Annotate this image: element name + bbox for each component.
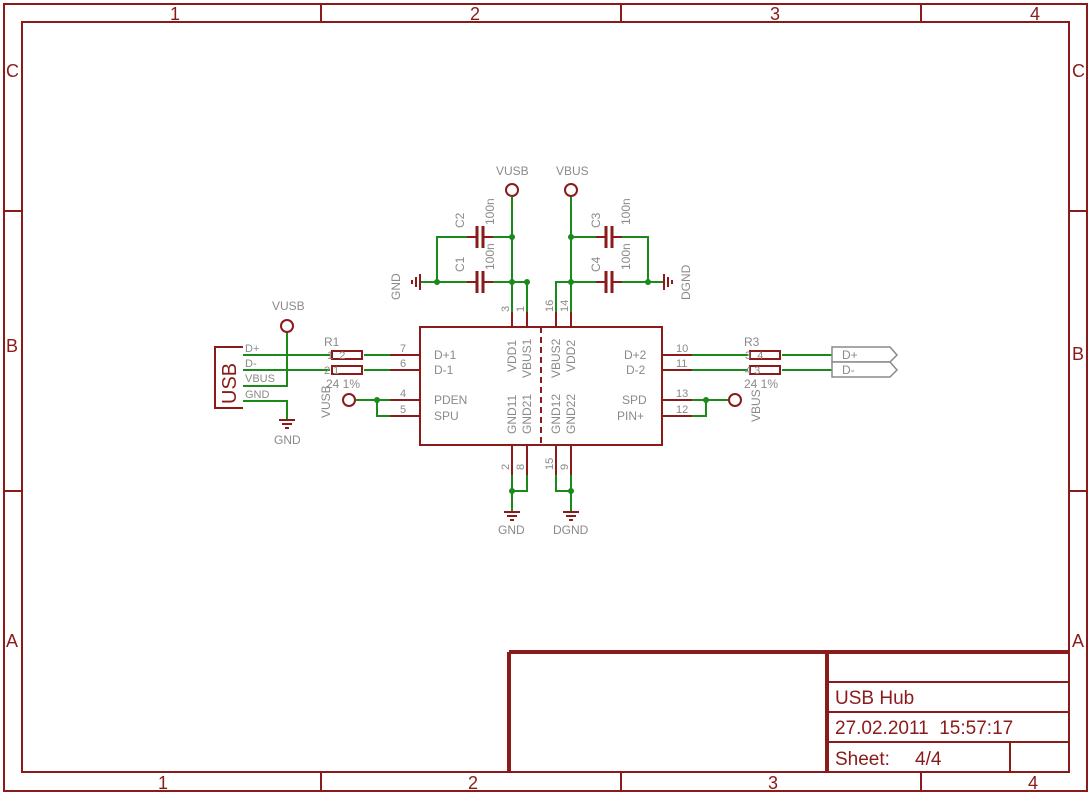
col-label-top-2: 2: [470, 4, 480, 24]
chip-pin-label-spu: SPU: [434, 409, 459, 423]
chip-label-gnd12: GND12: [549, 394, 563, 434]
ground-label-usb: GND: [274, 433, 301, 447]
ground-label-bottom-gnd: GND: [498, 523, 525, 537]
col-label-top-3: 3: [770, 4, 780, 24]
cap-name-c4: C4: [589, 256, 603, 272]
row-label-left-c: C: [6, 61, 19, 81]
cap-name-c1: C1: [453, 256, 467, 272]
resistor-pins2-r1: 2 1: [324, 365, 339, 377]
component-graphics: [214, 183, 781, 521]
chip-pin-num-4: 4: [400, 388, 406, 400]
resistor-value-r1: 24 1%: [326, 377, 360, 391]
chip-pin-num-10: 10: [676, 343, 688, 355]
chip-pin-label-dplus2: D+2: [624, 348, 647, 362]
chip-pin-label-pinplus: PIN+: [617, 409, 644, 423]
ground-label-caps-gnd: GND: [389, 273, 403, 300]
chip-label-vdd1: VDD1: [505, 340, 519, 372]
chip-pin-label-spd: SPD: [622, 393, 647, 407]
row-label-right-c: C: [1072, 61, 1085, 81]
output-label-dplus: D+: [842, 348, 858, 362]
cap-value-c2: 100n: [483, 198, 497, 225]
resistor-pins-r3: 3 4: [745, 350, 763, 362]
chip-pin-num-3: 3: [500, 306, 512, 312]
resistor-pins-r1: 1 2: [327, 350, 345, 362]
chip-label-vdd2: VDD2: [564, 340, 578, 372]
chip-pin-num-14: 14: [559, 300, 571, 312]
connector-pin-vbus: VBUS: [245, 373, 275, 385]
supply-label-vusb-left: VUSB: [272, 299, 305, 313]
col-label-top-4: 4: [1030, 4, 1040, 24]
resistor-pins2-r3: 4 3: [745, 365, 760, 377]
connector-pin-dminus: D-: [245, 358, 257, 370]
supply-label-vusb-top: VUSB: [496, 164, 529, 178]
col-label-bottom-4: 4: [1028, 773, 1038, 793]
row-label-right-a: A: [1072, 631, 1084, 651]
title-block: [507, 650, 1069, 772]
row-label-left-a: A: [6, 631, 18, 651]
resistor-name-r3: R3: [744, 335, 760, 349]
title-block-sheet-label: Sheet:: [835, 749, 890, 770]
connector-pin-dplus: D+: [245, 343, 259, 355]
chip-label-gnd22: GND22: [564, 394, 578, 434]
col-label-bottom-1: 1: [158, 773, 168, 793]
resistor-name-r1: R1: [324, 335, 340, 349]
chip-pin-num-11: 11: [676, 358, 687, 370]
chip-pin-num-13: 13: [676, 388, 688, 400]
chip-pin-num-1: 1: [515, 306, 527, 312]
chip-pin-num-7: 7: [400, 343, 406, 355]
cap-name-c2: C2: [453, 212, 467, 228]
title-block-title: USB Hub: [835, 688, 914, 709]
output-label-dminus: D-: [842, 363, 855, 377]
chip-pin-num-16: 16: [544, 300, 556, 312]
drawing-frame: [3, 3, 1088, 792]
chip-pin-label-dminus1: D-1: [434, 363, 454, 377]
chip-pin-num-2: 2: [500, 464, 512, 470]
chip-label-gnd11: GND11: [505, 395, 519, 434]
chip-pin-num-5: 5: [400, 404, 406, 416]
cap-value-c4: 100n: [619, 243, 633, 270]
chip-pin-num-9: 9: [559, 464, 571, 470]
connector-pin-gnd: GND: [245, 389, 270, 401]
row-label-right-b: B: [1072, 344, 1084, 364]
chip-pin-label-dminus2: D-2: [626, 363, 646, 377]
col-label-bottom-3: 3: [768, 773, 778, 793]
resistor-value-r3: 24 1%: [744, 377, 778, 391]
ground-label-caps-dgnd: DGND: [679, 264, 693, 300]
col-label-bottom-2: 2: [468, 773, 478, 793]
connector-name-usb: USB: [219, 363, 241, 404]
chip-pin-label-dplus1: D+1: [434, 348, 457, 362]
chip-pin-num-12: 12: [676, 404, 688, 416]
chip-label-vbus1: VBUS1: [520, 338, 534, 378]
output-flags: [831, 346, 899, 378]
title-block-datetime: 27.02.2011 15:57:17: [835, 718, 1013, 739]
chip-pin-num-8: 8: [515, 464, 527, 470]
chip-pin-label-pden: PDEN: [434, 393, 467, 407]
col-label-top-1: 1: [170, 4, 180, 24]
nets: [243, 197, 832, 512]
chip-label-vbus2: VBUS2: [549, 338, 563, 378]
cap-name-c3: C3: [589, 212, 603, 228]
chip-pin-num-15: 15: [544, 458, 556, 470]
supply-label-vbus-right: VBUS: [749, 389, 763, 422]
title-block-sheet-value: 4/4: [915, 749, 942, 770]
supply-label-vusb-pden: VUSB: [319, 385, 333, 418]
junctions: [374, 234, 709, 494]
ground-label-bottom-dgnd: DGND: [553, 523, 589, 537]
cap-value-c3: 100n: [619, 198, 633, 225]
row-label-left-b: B: [6, 336, 18, 356]
chip-pin-num-6: 6: [400, 358, 406, 370]
cap-value-c1: 100n: [483, 243, 497, 270]
chip-label-gnd21: GND21: [520, 394, 534, 434]
supply-label-vbus-top: VBUS: [556, 164, 589, 178]
